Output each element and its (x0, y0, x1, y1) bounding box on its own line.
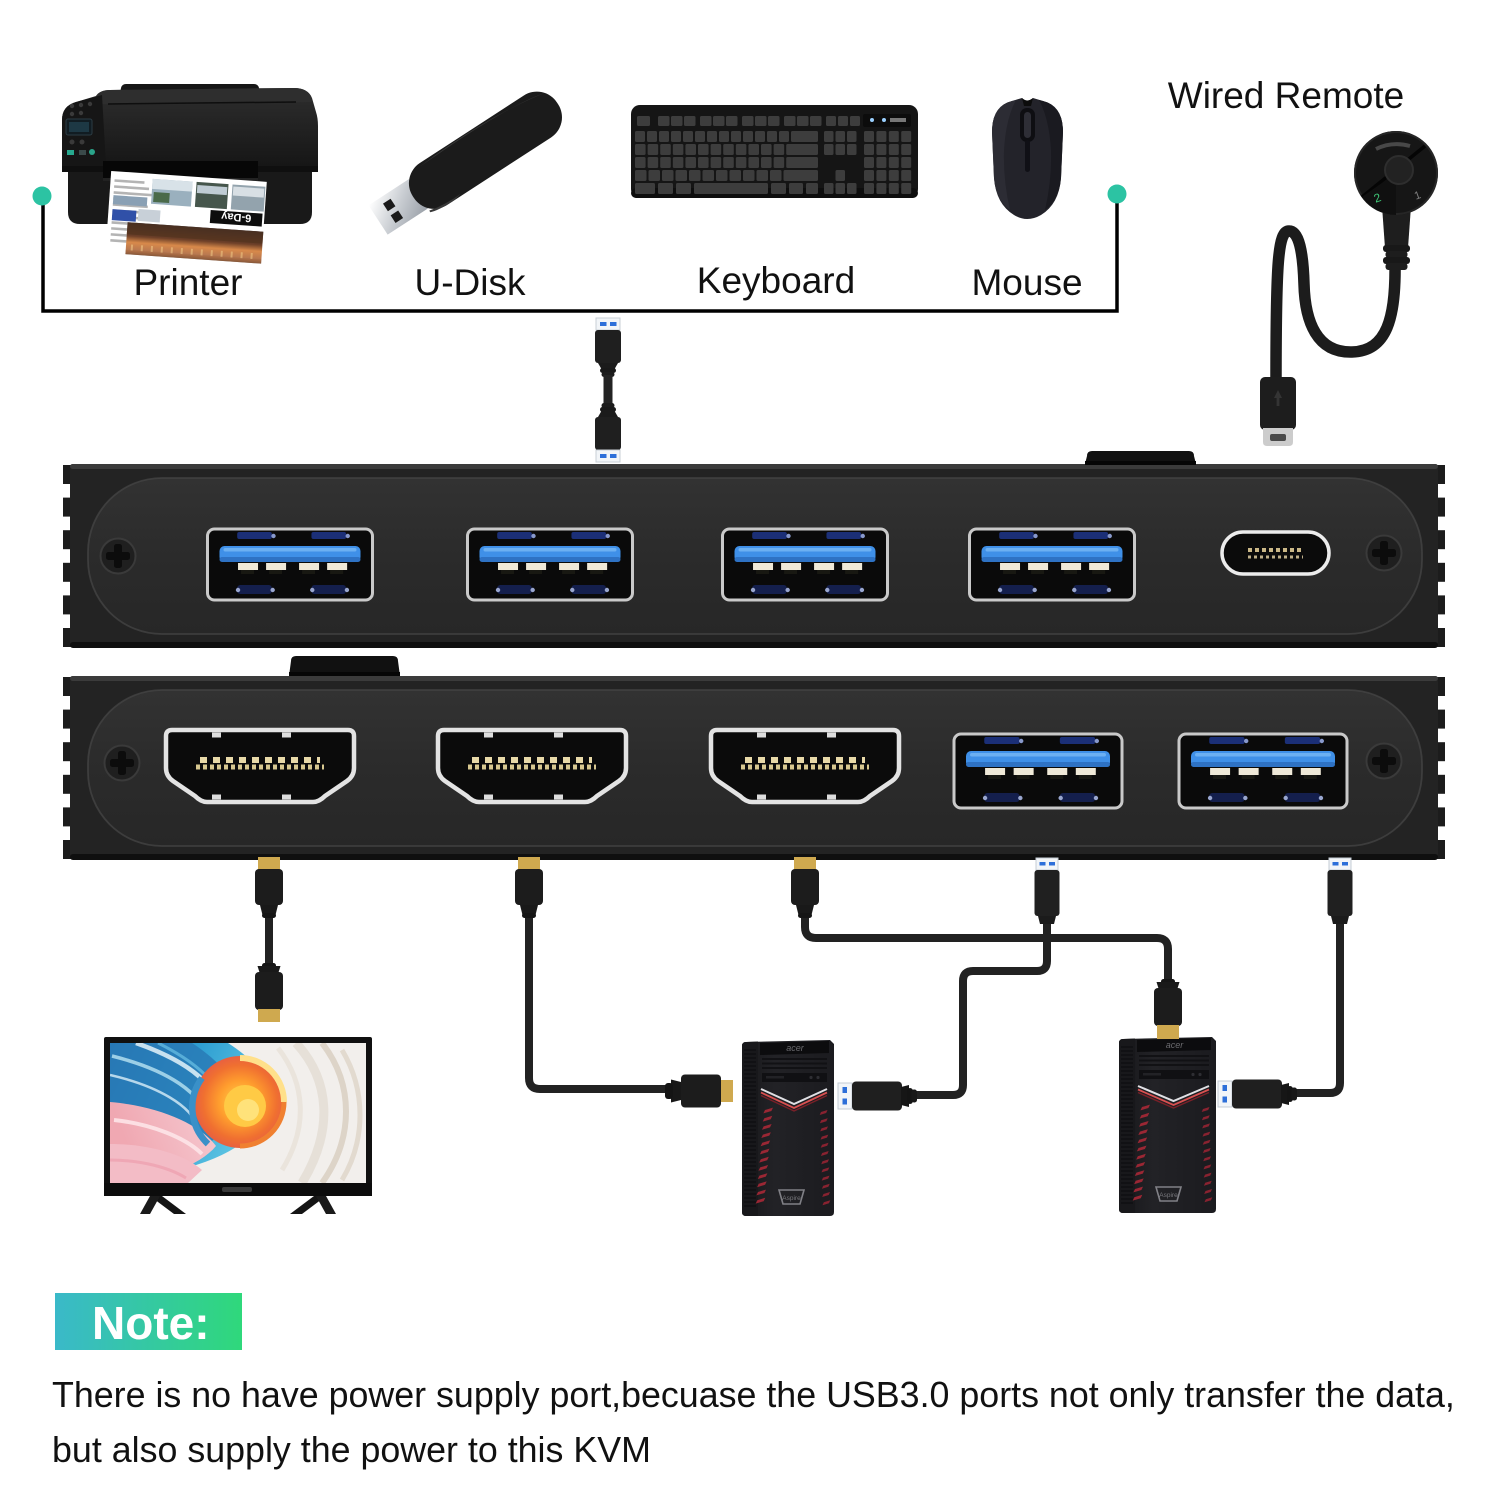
svg-text:acer: acer (1166, 1040, 1185, 1050)
svg-text:2: 2 (1372, 190, 1383, 206)
svg-text:acer: acer (786, 1043, 805, 1053)
svg-text:but also supply the power to t: but also supply the power to this KVM (52, 1430, 651, 1470)
svg-text:There is no have power supply: There is no have power supply port,becua… (52, 1375, 1455, 1415)
svg-text:Keyboard: Keyboard (697, 260, 855, 301)
svg-text:U-Disk: U-Disk (415, 262, 526, 303)
svg-text:1: 1 (1413, 189, 1423, 202)
svg-text:Mouse: Mouse (971, 262, 1082, 303)
svg-text:Wired Remote: Wired Remote (1168, 75, 1404, 116)
svg-text:Printer: Printer (134, 262, 243, 303)
svg-text:Note:: Note: (92, 1297, 210, 1349)
svg-text:6-Day: 6-Day (220, 210, 252, 224)
svg-text:Aspire: Aspire (782, 1195, 801, 1202)
svg-text:Aspire: Aspire (1159, 1192, 1178, 1199)
